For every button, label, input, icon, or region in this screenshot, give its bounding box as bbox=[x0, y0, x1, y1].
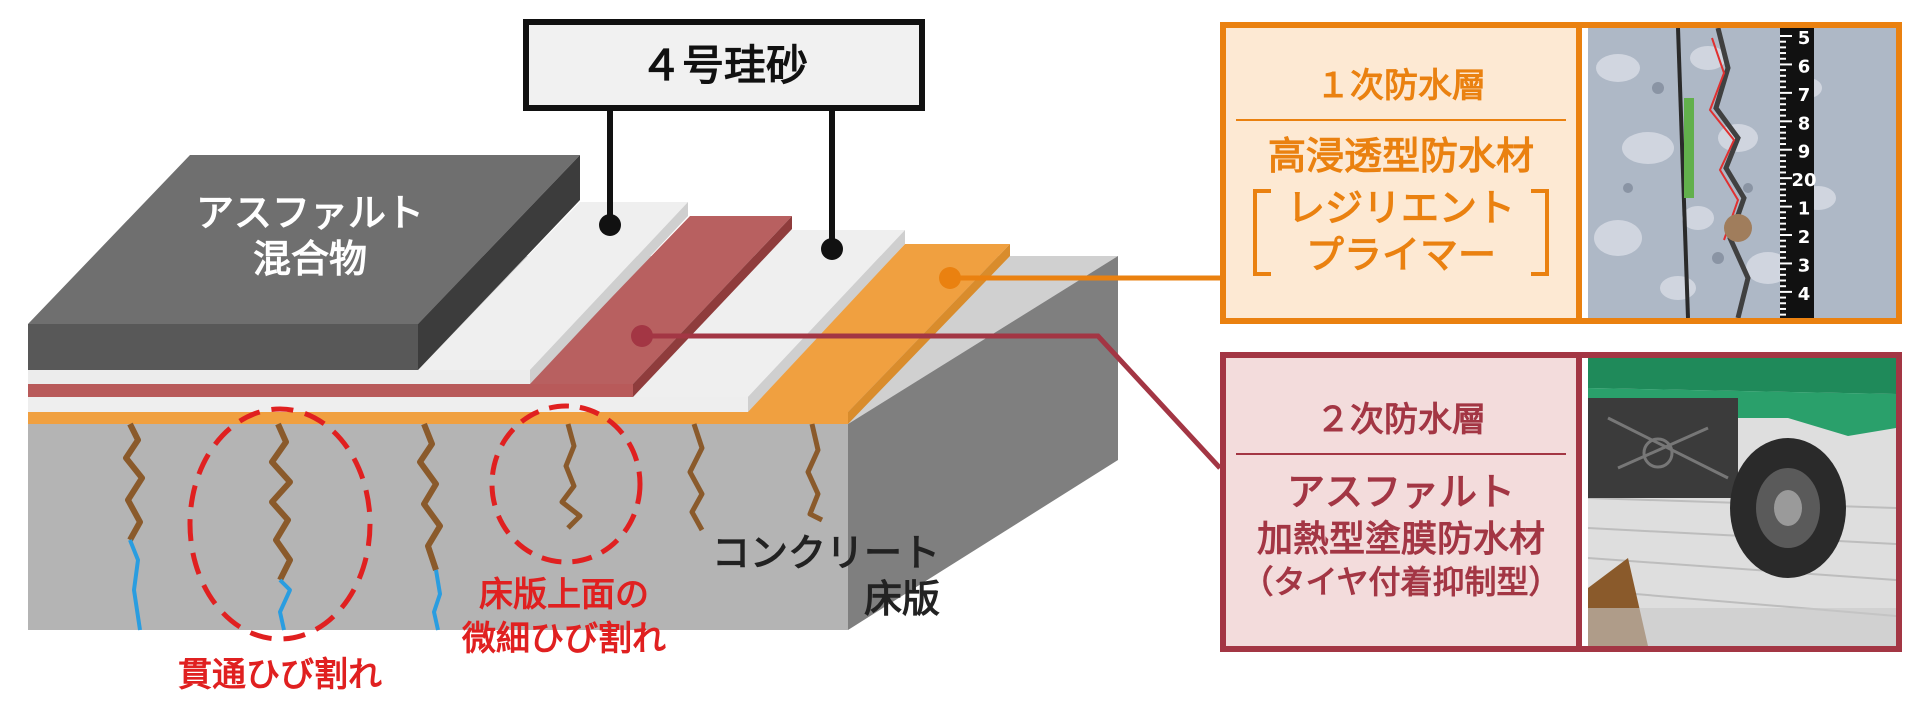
sand-lower-top bbox=[418, 202, 688, 370]
ruler-label: 2 bbox=[1798, 227, 1811, 248]
surface-crack-highlight bbox=[489, 403, 643, 565]
sand-label: ４号珪砂 bbox=[640, 41, 808, 90]
secondary-panel-line1: アスファルト bbox=[1286, 470, 1515, 514]
ruler-label: 4 bbox=[1798, 284, 1811, 305]
crack-4 bbox=[559, 423, 583, 530]
secondary-layer-front bbox=[28, 384, 633, 397]
cracks bbox=[123, 422, 824, 631]
asphalt-side-face bbox=[418, 155, 580, 370]
secondary-panel-text: ２次防水層 アスファルト 加熱型塗膜防水材 （タイヤ付着抑制型） bbox=[1226, 358, 1582, 646]
secondary-panel-photo bbox=[1588, 358, 1896, 646]
concrete-label-line1: コンクリート bbox=[712, 531, 940, 575]
crack-1 bbox=[123, 422, 145, 542]
primary-panel-photo: 5 6 7 8 9 20 1 2 3 4 bbox=[1588, 28, 1896, 318]
secondary-panel-line2: 加熱型塗膜防水材 bbox=[1256, 518, 1545, 560]
sand-upper-top bbox=[630, 230, 905, 397]
secondary-panel-divider bbox=[1236, 453, 1566, 455]
secondary-waterproof-panel: ２次防水層 アスファルト 加熱型塗膜防水材 （タイヤ付着抑制型） bbox=[1220, 352, 1902, 652]
through-crack-label: 貫通ひび割れ bbox=[178, 655, 382, 695]
crack-6 bbox=[805, 423, 824, 523]
crack-2-water bbox=[278, 578, 292, 631]
primary-product-line1: レジリエント bbox=[1286, 185, 1515, 230]
ruler-label: 9 bbox=[1798, 142, 1811, 163]
secondary-panel-line3: （タイヤ付着抑制型） bbox=[1241, 562, 1561, 601]
secondary-leader-line bbox=[642, 333, 1220, 470]
secondary-layer-side bbox=[633, 216, 792, 397]
crack-1-water bbox=[128, 539, 142, 631]
crack-5 bbox=[687, 423, 705, 532]
concrete-side-face bbox=[848, 256, 1118, 630]
crack-2 bbox=[269, 422, 293, 582]
ruler-label: 8 bbox=[1798, 113, 1811, 134]
sand-upper-front bbox=[28, 397, 748, 412]
bracket-left-icon bbox=[1252, 188, 1271, 276]
primary-panel-heading: １次防水層 bbox=[1316, 66, 1486, 106]
primary-panel-material: 高浸透型防水材 bbox=[1267, 134, 1534, 178]
layer-cross-section-diagram: ４号珪砂 アスファルト 混合物 コンクリート 床版 貫通ひび割れ 床版上面の 微… bbox=[28, 19, 1220, 695]
primary-product-line2: プライマー bbox=[1305, 233, 1496, 277]
secondary-waterproof-layer bbox=[28, 216, 792, 397]
asphalt-top-face bbox=[28, 155, 580, 324]
primary-waterproof-panel: １次防水層 高浸透型防水材 レジリエント プライマー bbox=[1220, 22, 1902, 324]
primary-panel-product: レジリエント プライマー bbox=[1252, 185, 1549, 280]
sand-label-box bbox=[523, 19, 925, 111]
ruler-label: 1 bbox=[1798, 199, 1811, 220]
sand-layer-lower bbox=[28, 202, 688, 384]
sand-marker-lower bbox=[599, 214, 621, 236]
ruler-label: 3 bbox=[1798, 255, 1811, 276]
surface-crack-label-line2: 微細ひび割れ bbox=[461, 619, 666, 659]
ruler-label: 7 bbox=[1798, 85, 1811, 106]
bracket-right-icon bbox=[1531, 188, 1549, 276]
ruler-label: 6 bbox=[1798, 56, 1811, 77]
secondary-panel-heading: ２次防水層 bbox=[1316, 400, 1486, 440]
through-crack-highlight bbox=[187, 406, 373, 642]
asphalt-label-line2: 混合物 bbox=[253, 237, 367, 281]
asphalt-front-face bbox=[28, 324, 418, 370]
crack-3-water bbox=[432, 569, 442, 631]
sand-lower-side bbox=[530, 202, 688, 384]
ruler-label: 20 bbox=[1791, 170, 1816, 191]
primary-layer-marker bbox=[939, 267, 961, 289]
concrete-label-line2: 床版 bbox=[864, 577, 940, 621]
sand-lower-front bbox=[28, 370, 530, 384]
asphalt-mixture-block bbox=[28, 155, 580, 370]
primary-panel-text: １次防水層 高浸透型防水材 レジリエント プライマー bbox=[1226, 28, 1582, 318]
surface-crack-label-line1: 床版上面の bbox=[479, 575, 649, 615]
primary-panel-divider bbox=[1236, 119, 1566, 121]
asphalt-label-line1: アスファルト bbox=[196, 191, 424, 235]
secondary-layer-top bbox=[528, 216, 792, 384]
crack-3 bbox=[417, 422, 443, 571]
secondary-layer-marker bbox=[631, 325, 653, 347]
tire-adhesion-photo bbox=[1588, 358, 1896, 646]
concrete-crack-photo: 5 6 7 8 9 20 1 2 3 4 bbox=[1588, 28, 1896, 318]
ruler-label: 5 bbox=[1798, 28, 1811, 49]
sand-marker-upper bbox=[821, 238, 843, 260]
primary-layer-front bbox=[28, 412, 848, 424]
sand-upper-side bbox=[748, 230, 905, 412]
